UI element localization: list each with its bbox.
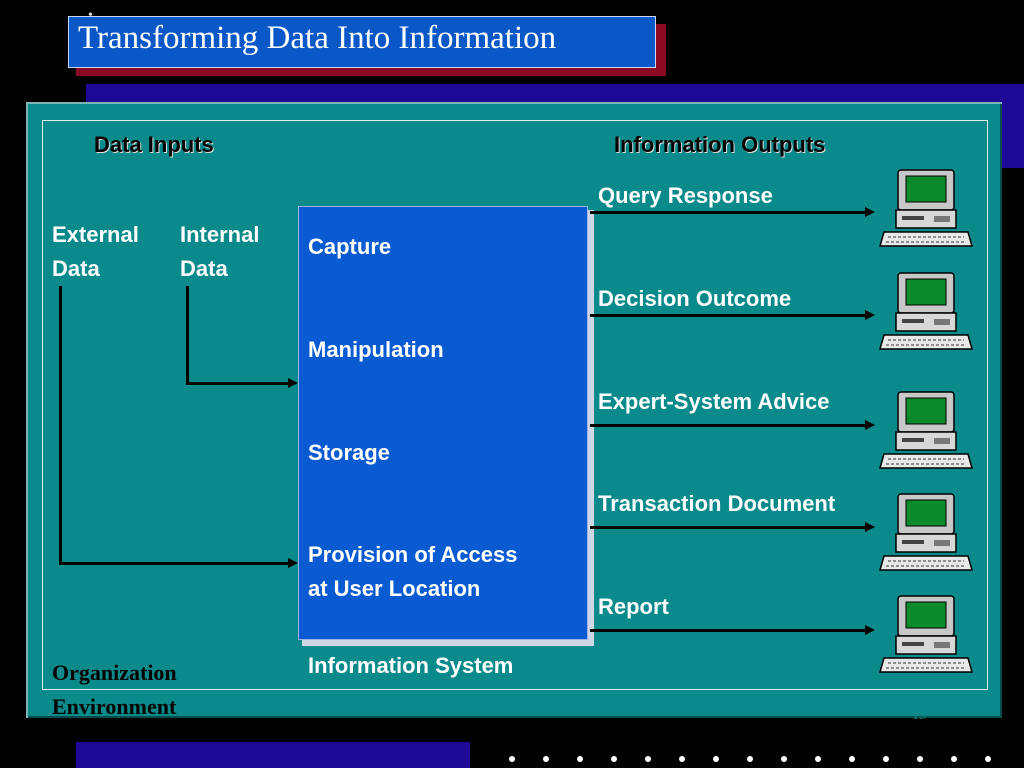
output-arrow-3-head bbox=[865, 420, 875, 430]
decorative-dot bbox=[849, 756, 855, 762]
decorative-dot bbox=[645, 756, 651, 762]
information-system-box bbox=[298, 206, 588, 640]
title-ornament: • bbox=[88, 8, 93, 24]
decorative-dot bbox=[951, 756, 957, 762]
decorative-dot bbox=[883, 756, 889, 762]
output-arrow-1-head bbox=[865, 207, 875, 217]
internal-data-connector-horizontal bbox=[186, 382, 288, 385]
computer-icon bbox=[879, 493, 973, 571]
internal-data-label-line1: Internal bbox=[180, 222, 260, 247]
output-arrow-2-line bbox=[590, 314, 866, 317]
organization-label-line1: Organization bbox=[52, 660, 177, 685]
computer-icon bbox=[879, 169, 973, 247]
decorative-dot bbox=[917, 756, 923, 762]
internal-data-arrowhead bbox=[288, 378, 298, 388]
organization-environment-label: Organization Environment bbox=[52, 656, 177, 724]
output-arrow-5-head bbox=[865, 625, 875, 635]
decorative-dot bbox=[611, 756, 617, 762]
external-data-label-line2: Data bbox=[52, 256, 100, 281]
step-manipulation: Manipulation bbox=[308, 337, 444, 362]
decorative-dot bbox=[781, 756, 787, 762]
output-transaction-document: Transaction Document bbox=[598, 491, 836, 516]
step-at-user-location: at User Location bbox=[308, 576, 481, 601]
decorative-dot bbox=[713, 756, 719, 762]
output-decision-outcome: Decision Outcome bbox=[598, 286, 792, 311]
decorative-dot bbox=[985, 756, 991, 762]
output-query-response: Query Response bbox=[598, 183, 773, 208]
computer-icon bbox=[879, 272, 973, 350]
output-arrow-3-line bbox=[590, 424, 866, 427]
information-system-label: Information System bbox=[308, 653, 514, 678]
decorative-dot bbox=[577, 756, 583, 762]
output-arrow-4-head bbox=[865, 522, 875, 532]
decorative-dot bbox=[509, 756, 515, 762]
external-data-arrowhead bbox=[288, 558, 298, 568]
decorative-dot bbox=[747, 756, 753, 762]
slide-title: Transforming Data Into Information bbox=[78, 20, 557, 56]
step-storage: Storage bbox=[308, 440, 390, 465]
decorative-dot bbox=[815, 756, 821, 762]
decorative-band-bottom bbox=[76, 742, 470, 768]
output-arrow-2-head bbox=[865, 310, 875, 320]
output-report: Report bbox=[598, 594, 669, 619]
external-data-connector-horizontal bbox=[59, 562, 289, 565]
output-arrow-4-line bbox=[590, 526, 866, 529]
data-inputs-header: Data Inputs bbox=[94, 132, 214, 157]
external-data-connector-vertical bbox=[59, 286, 62, 565]
output-arrow-5-line bbox=[590, 629, 866, 632]
decorative-dot bbox=[543, 756, 549, 762]
diagram-panel-border bbox=[42, 120, 988, 690]
computer-icon bbox=[879, 595, 973, 673]
internal-data-connector-vertical bbox=[186, 286, 189, 385]
information-outputs-header: Information Outputs bbox=[614, 132, 826, 157]
step-provision-of-access: Provision of Access bbox=[308, 542, 518, 567]
computer-icon bbox=[879, 391, 973, 469]
external-data-label-line1: External bbox=[52, 222, 139, 247]
decorative-dot bbox=[679, 756, 685, 762]
internal-data-label-line2: Data bbox=[180, 256, 228, 281]
output-expert-system-advice: Expert-System Advice bbox=[598, 389, 830, 414]
output-arrow-1-line bbox=[590, 211, 866, 214]
environment-label-line2: Environment bbox=[52, 694, 177, 719]
external-data-label: External Data bbox=[52, 218, 139, 286]
step-capture: Capture bbox=[308, 234, 392, 259]
page-number: 15 bbox=[912, 708, 926, 723]
title-box bbox=[68, 16, 656, 68]
internal-data-label: Internal Data bbox=[180, 218, 259, 286]
